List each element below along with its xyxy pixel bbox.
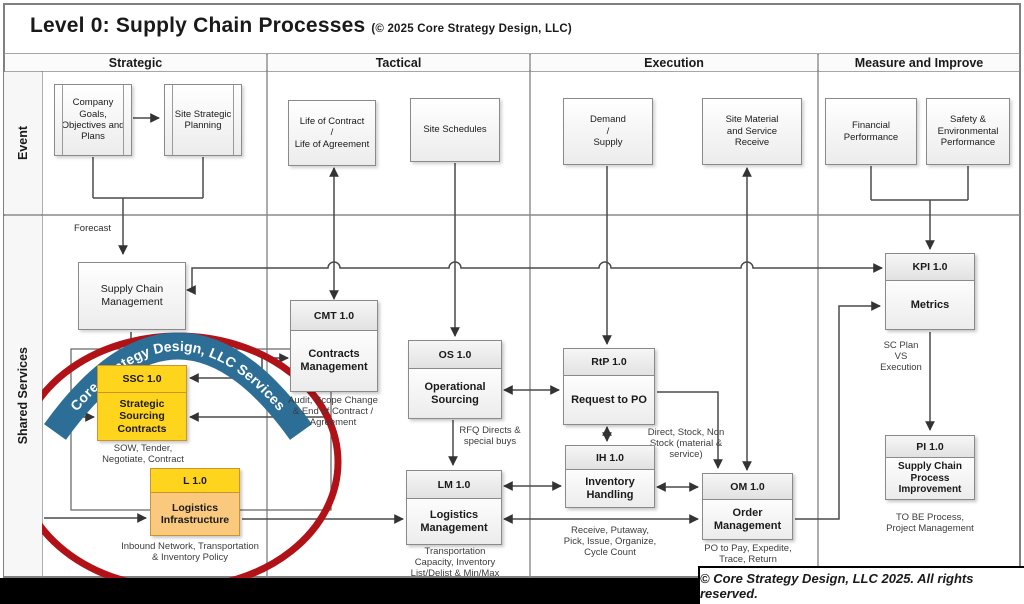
- page-title: Level 0: Supply Chain Processes (© 2025 C…: [30, 14, 572, 38]
- process-ssc-caption: SOW, Tender, Negotiate, Contract: [102, 443, 184, 466]
- row-label-shared-services: Shared Services: [4, 216, 42, 576]
- process-ssc-name: Strategic Sourcing Contracts: [98, 393, 186, 440]
- event-site-material-receive: Site Material and Service Receive: [702, 98, 802, 165]
- process-pi-caption: TO BE Process, Project Management: [886, 512, 974, 535]
- lane-header-label: Strategic: [108, 55, 163, 70]
- lane-header-strategic: Strategic: [5, 54, 266, 71]
- lane-header-execution: Execution: [531, 54, 817, 71]
- process-pi-name: Supply Chain Process Improvement: [886, 458, 974, 499]
- process-om-caption: PO to Pay, Expedite, Trace, Return: [704, 543, 792, 566]
- process-operational-sourcing: OS 1.0 Operational Sourcing: [408, 340, 502, 419]
- process-os-id: OS 1.0: [409, 341, 501, 369]
- process-lm-name: Logistics Management: [407, 499, 501, 544]
- process-l-caption: Inbound Network, Transportation & Invent…: [121, 541, 259, 564]
- process-inventory-handling: IH 1.0 Inventory Handling: [565, 445, 655, 508]
- process-pi-id: PI 1.0: [886, 436, 974, 458]
- process-rtp-name: Request to PO: [564, 376, 654, 424]
- copyright-notice: © Core Strategy Design, LLC 2025. All ri…: [698, 566, 1024, 604]
- process-contracts-management: CMT 1.0 Contracts Management: [290, 300, 378, 392]
- lane-header-tactical: Tactical: [268, 54, 529, 71]
- process-om-name: Order Management: [703, 500, 792, 539]
- event-demand-supply: Demand / Supply: [563, 98, 653, 165]
- process-ssc: SSC 1.0 Strategic Sourcing Contracts: [97, 365, 187, 441]
- event-site-strategic-planning: Site Strategic Planning: [164, 84, 242, 156]
- process-os-caption: RFQ Directs & special buys: [459, 425, 521, 448]
- process-request-to-po: RtP 1.0 Request to PO: [563, 348, 655, 425]
- title-copyright: (© 2025 Core Strategy Design, LLC): [371, 23, 572, 35]
- title-main: Level 0: Supply Chain Processes: [30, 14, 366, 37]
- process-kpi-name: Metrics: [886, 281, 974, 329]
- process-kpi-caption: SC Plan VS Execution: [880, 340, 922, 374]
- process-supply-chain-improvement: PI 1.0 Supply Chain Process Improvement: [885, 435, 975, 500]
- event-life-of-contract: Life of Contract / Life of Agreement: [288, 100, 376, 166]
- process-rtp-caption: Direct, Stock, Non Stock (material & ser…: [647, 427, 725, 461]
- process-kpi-id: KPI 1.0: [886, 254, 974, 281]
- process-rtp-id: RtP 1.0: [564, 349, 654, 376]
- process-cmt-name: Contracts Management: [291, 331, 377, 391]
- process-logistics-management: LM 1.0 Logistics Management: [406, 470, 502, 545]
- process-l-name: Logistics Infrastructure: [151, 493, 239, 535]
- process-cmt-caption: Audit, Scope Change & End of Contract / …: [288, 395, 378, 429]
- lane-header-label: Measure and Improve: [854, 55, 984, 70]
- process-ssc-id: SSC 1.0: [98, 366, 186, 393]
- process-order-management: OM 1.0 Order Management: [702, 473, 793, 540]
- process-kpi-metrics: KPI 1.0 Metrics: [885, 253, 975, 330]
- process-supply-chain-management: Supply Chain Management: [78, 262, 186, 330]
- event-site-schedules: Site Schedules: [410, 98, 500, 162]
- process-lm-caption: Transportation Capacity, Inventory List/…: [410, 546, 500, 580]
- row-label-text: Event: [16, 125, 30, 161]
- event-company-goals: Company Goals, Objectives and Plans: [54, 84, 132, 156]
- event-safety-environmental: Safety & Environmental Performance: [926, 98, 1010, 165]
- lane-header-label: Tactical: [375, 55, 422, 70]
- process-om-id: OM 1.0: [703, 474, 792, 500]
- process-ih-caption: Receive, Putaway, Pick, Issue, Organize,…: [563, 525, 657, 559]
- process-ih-name: Inventory Handling: [566, 470, 654, 507]
- process-logistics-infrastructure: L 1.0 Logistics Infrastructure: [150, 468, 240, 536]
- process-os-name: Operational Sourcing: [409, 369, 501, 418]
- event-financial-performance: Financial Performance: [825, 98, 917, 165]
- forecast-label: Forecast: [74, 223, 111, 234]
- process-lm-id: LM 1.0: [407, 471, 501, 499]
- row-label-event: Event: [4, 72, 42, 214]
- lane-header-measure: Measure and Improve: [819, 54, 1019, 71]
- process-l-id: L 1.0: [151, 469, 239, 493]
- row-label-text: Shared Services: [16, 347, 30, 445]
- process-cmt-id: CMT 1.0: [291, 301, 377, 331]
- lane-header-label: Execution: [644, 55, 704, 70]
- process-ih-id: IH 1.0: [566, 446, 654, 470]
